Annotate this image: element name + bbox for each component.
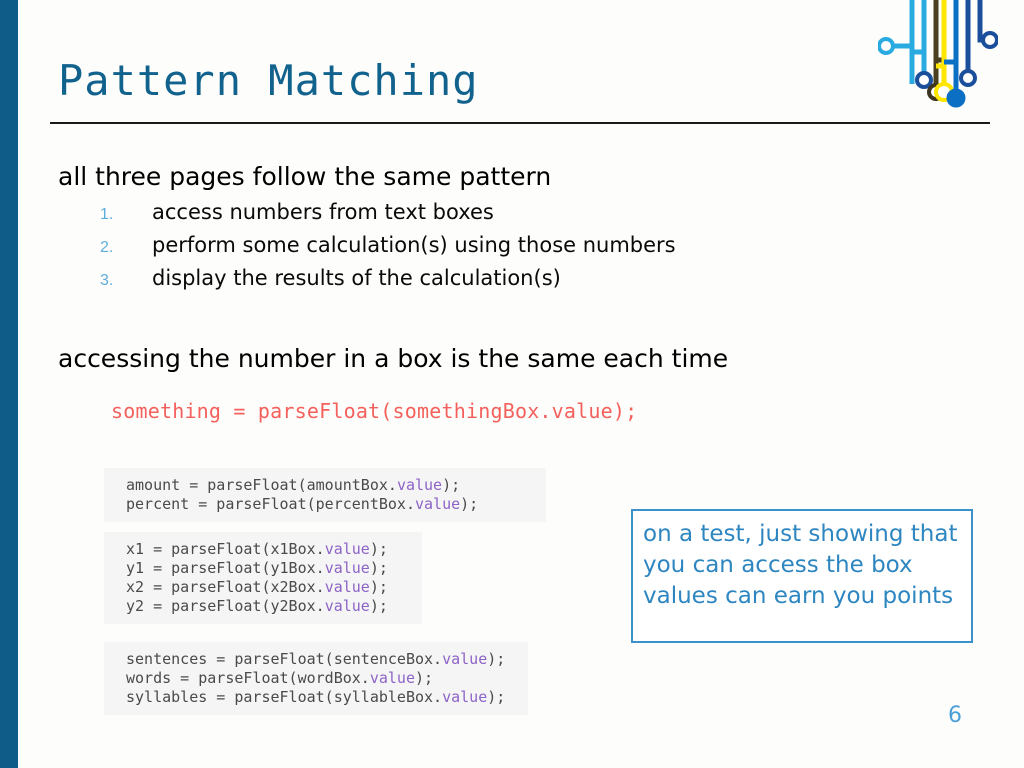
list-item-number: 1. <box>100 206 114 223</box>
code-line: y1 = parseFloat(y1Box.value); <box>126 559 408 578</box>
code-token: syllables = parseFloat(syllableBox. <box>126 688 443 706</box>
code-line: syllables = parseFloat(syllableBox.value… <box>126 688 514 707</box>
circuit-trace-logo <box>878 0 998 108</box>
code-token-value: value <box>442 688 488 706</box>
code-token: sentences = parseFloat(sentenceBox. <box>126 650 443 668</box>
code-token: ); <box>487 650 506 668</box>
bullet-accessing-number: accessing the number in a box is the sam… <box>58 344 729 373</box>
list-item-number: 3. <box>100 272 114 289</box>
code-token: ); <box>369 540 388 558</box>
code-token: ); <box>415 669 434 687</box>
code-token: ); <box>487 688 506 706</box>
code-token: amount = parseFloat(amountBox. <box>126 476 397 494</box>
code-token: ); <box>460 495 479 513</box>
list-item-label: display the results of the calculation(s… <box>152 266 561 290</box>
generic-code-line: something = parseFloat(somethingBox.valu… <box>111 399 638 423</box>
code-block-readability: sentences = parseFloat(sentenceBox.value… <box>104 642 528 715</box>
code-token: ); <box>442 476 461 494</box>
code-token-value: value <box>369 669 415 687</box>
list-item: 2. perform some calculation(s) using tho… <box>100 233 676 266</box>
callout-test-note: on a test, just showing that you can acc… <box>631 509 973 643</box>
code-line: sentences = parseFloat(sentenceBox.value… <box>126 650 514 669</box>
list-item-number: 2. <box>100 239 114 256</box>
code-line: x2 = parseFloat(x2Box.value); <box>126 578 408 597</box>
list-item-label: access numbers from text boxes <box>152 200 494 224</box>
code-token-value: value <box>324 597 370 615</box>
pattern-steps-list: 1. access numbers from text boxes 2. per… <box>100 200 676 299</box>
code-token: y1 = parseFloat(y1Box. <box>126 559 325 577</box>
code-line: amount = parseFloat(amountBox.value); <box>126 476 532 495</box>
title-divider <box>50 122 990 124</box>
code-line: percent = parseFloat(percentBox.value); <box>126 495 532 514</box>
list-item: 3. display the results of the calculatio… <box>100 266 676 299</box>
code-token-value: value <box>414 495 461 513</box>
code-token: ); <box>369 597 388 615</box>
code-token: words = parseFloat(wordBox. <box>126 669 370 687</box>
code-token-value: value <box>396 476 443 494</box>
left-accent-bar <box>0 0 18 768</box>
code-token: x1 = parseFloat(x1Box. <box>126 540 325 558</box>
code-token-value: value <box>324 540 370 558</box>
code-token-value: value <box>324 559 370 577</box>
page-title: Pattern Matching <box>58 56 479 105</box>
code-block-coordinates: x1 = parseFloat(x1Box.value);y1 = parseF… <box>104 532 422 624</box>
bullet-pattern-intro: all three pages follow the same pattern <box>58 162 552 191</box>
code-token-value: value <box>442 650 488 668</box>
code-token: percent = parseFloat(percentBox. <box>126 495 415 513</box>
list-item-label: perform some calculation(s) using those … <box>152 233 676 257</box>
code-token: ); <box>369 559 388 577</box>
code-line: y2 = parseFloat(y2Box.value); <box>126 597 408 616</box>
code-line: x1 = parseFloat(x1Box.value); <box>126 540 408 559</box>
code-token-value: value <box>324 578 370 596</box>
code-token: x2 = parseFloat(x2Box. <box>126 578 325 596</box>
code-token: y2 = parseFloat(y2Box. <box>126 597 325 615</box>
list-item: 1. access numbers from text boxes <box>100 200 676 233</box>
code-block-amount-percent: amount = parseFloat(amountBox.value);per… <box>104 468 546 522</box>
page-number: 6 <box>948 703 962 728</box>
code-token: ); <box>369 578 388 596</box>
code-line: words = parseFloat(wordBox.value); <box>126 669 514 688</box>
